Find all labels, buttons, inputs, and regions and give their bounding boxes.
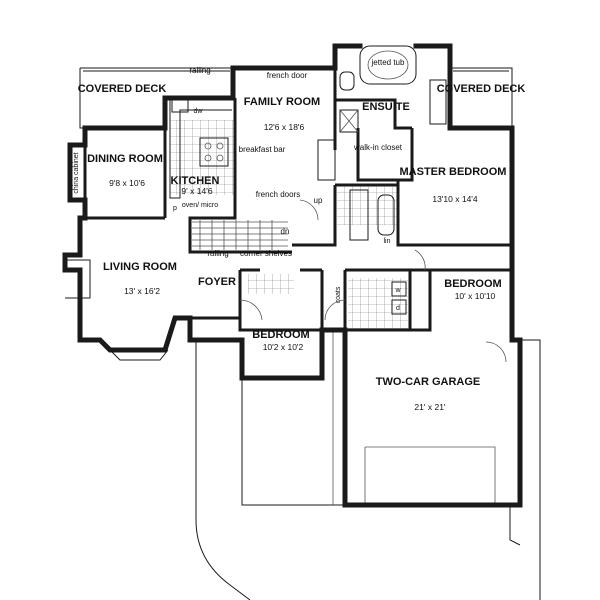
coats-note: coats (335, 286, 342, 303)
french-doors-note: french doors (256, 190, 300, 199)
foyer-tile (248, 274, 294, 294)
dw-note: dw (194, 108, 204, 115)
foyer-label: FOYER (198, 276, 236, 288)
oven-micro-note: oven/ micro (182, 202, 218, 209)
china-cabinet-note: china cabinet (73, 152, 80, 193)
up-note: up (314, 196, 323, 205)
french-door-note: french door (267, 71, 308, 80)
garage-label: TWO-CAR GARAGE 21' x 21' (376, 372, 485, 412)
railing-top-note: railing (189, 66, 210, 75)
washer-note: w (394, 287, 401, 294)
site-lines (195, 330, 541, 600)
bath-tile (337, 185, 397, 225)
room-labels: COVERED DECK FAMILY ROOM 12'6 x 18'6 ENS… (78, 83, 526, 412)
covered-deck-left-label: COVERED DECK (78, 83, 167, 95)
pantry-note: p (173, 205, 177, 212)
dining-room-label: DINING ROOM 9'8 x 10'6 (87, 149, 167, 188)
dryer-note: d (396, 305, 400, 312)
covered-deck-right-label: COVERED DECK (437, 83, 526, 95)
covered-deck-right (450, 67, 513, 129)
kitchen-label: KITCHEN 9' x 14'6 (171, 171, 224, 196)
bedroom-right-label: BEDROOM 10' x 10'10 (444, 274, 505, 301)
breakfast-bar-note: breakfast bar (239, 145, 286, 154)
linen-note: lin (383, 238, 390, 245)
jetted-tub (359, 45, 417, 85)
walk-in-closet-note: walk-in closet (353, 143, 403, 152)
laundry-tile (348, 278, 408, 330)
corner-shelves-note: corner shelves (240, 249, 292, 258)
ensuite-label: ENSUITE (362, 101, 410, 113)
annotations: railing french door jetted tub dw breakf… (73, 58, 405, 312)
bedroom-center-label: BEDROOM 10'2 x 10'2 (252, 325, 313, 352)
master-bedroom-label: MASTER BEDROOM 13'10 x 14'4 (400, 162, 511, 204)
living-room-label: LIVING ROOM 13' x 16'2 (103, 257, 181, 296)
jetted-tub-note: jetted tub (371, 58, 405, 67)
interior-walls (83, 68, 512, 332)
fixtures (65, 71, 507, 363)
dn-note: dn (281, 227, 290, 236)
family-room-label: FAMILY ROOM 12'6 x 18'6 (244, 92, 324, 132)
railing-bottom-note: railing (207, 249, 228, 258)
